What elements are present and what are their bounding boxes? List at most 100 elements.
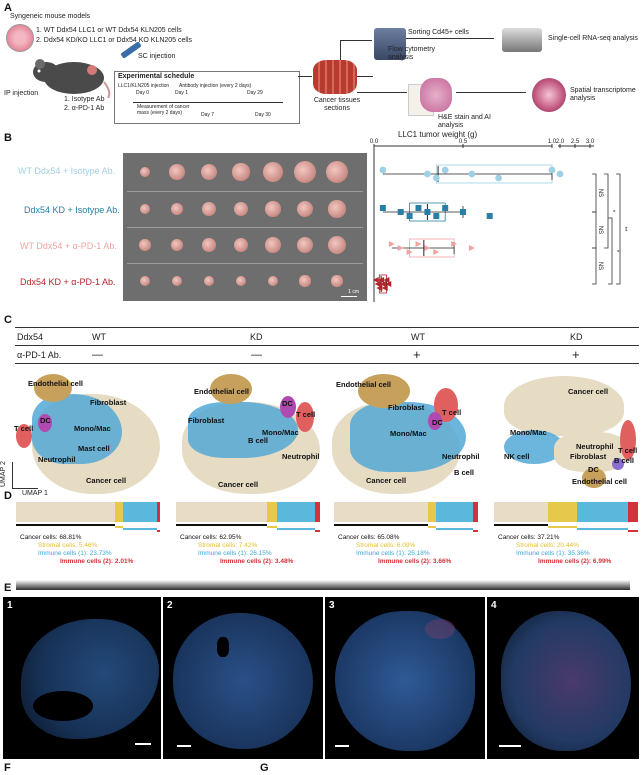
bar-segment-cancer — [16, 502, 116, 522]
bar-bracket-imm1 — [436, 528, 473, 530]
data-point — [374, 281, 381, 287]
umap1-label-0: Endothelial cell — [28, 379, 84, 388]
data-point — [442, 205, 449, 211]
composition-label-cancer: Cancer cells: 68.81% — [20, 534, 82, 541]
data-point — [451, 241, 458, 247]
scrna-text: Single-cell RNA-seq analysis — [548, 35, 638, 42]
spatial-text: Spatial transcriptome analysis — [570, 87, 636, 102]
bar-segment-stromal — [115, 502, 123, 522]
group-label-1: WT Ddx54 + Isotype Ab. — [18, 166, 116, 176]
bar-segment-cancer — [334, 502, 428, 522]
data-point — [424, 245, 431, 251]
tumor-specimen — [296, 236, 314, 254]
ip-injection-text: IP injection — [4, 90, 39, 97]
sequencer-icon — [502, 28, 542, 52]
pd1-text: 2. α-PD-1 Ab — [64, 105, 105, 112]
panel-label-a: A — [4, 2, 12, 14]
bar-bracket-imm2 — [157, 530, 161, 532]
data-point — [424, 209, 431, 215]
data-point — [379, 281, 386, 287]
he-number-1: 1 — [7, 600, 13, 611]
umap4-label-4: T cell — [618, 446, 638, 455]
umap1-label-6: Neutrophil — [38, 455, 76, 464]
data-point — [468, 170, 476, 178]
schedule-antibody: Antibody injection (every 2 days) — [179, 83, 252, 89]
panel-label-c: C — [4, 314, 12, 326]
tumor-specimen — [267, 275, 279, 287]
composition-label-cancer: Cancer cells: 37.21% — [498, 534, 560, 541]
bar-bracket-imm2 — [314, 530, 320, 532]
umap-1: Endothelial cell Fibroblast DC T cell Mo… — [14, 372, 164, 494]
composition-label-stromal: Stromal cells: 6.09% — [356, 542, 416, 549]
umap3-label-1: T cell — [442, 408, 462, 417]
umap-3: Endothelial cell T cell Fibroblast DC Mo… — [330, 372, 480, 494]
bar-bracket-cancer — [334, 524, 428, 526]
tumor-specimen — [299, 275, 311, 287]
bar-bracket-cancer — [176, 524, 267, 526]
he-tissue-icon — [420, 78, 452, 112]
bar-bracket-imm2 — [472, 530, 478, 532]
sig-label: NS — [597, 262, 603, 270]
bar-segment-stromal — [266, 502, 278, 522]
model-1-text: 1. WT Ddx54 LLC1 or WT Ddx54 KLN205 cell… — [36, 27, 182, 34]
x-tick-label: 1.0 — [548, 139, 557, 145]
data-point — [415, 241, 422, 247]
tumor-specimen — [139, 275, 151, 287]
he-number-3: 3 — [329, 600, 335, 611]
data-point — [441, 166, 449, 174]
data-point — [378, 277, 385, 283]
sig-bracket — [604, 173, 609, 249]
he-panel-4: 4 — [487, 597, 639, 759]
sorting-text: Sorting Cd45+ cells — [408, 29, 469, 36]
umap2-label-7: Cancer cell — [218, 480, 259, 489]
bar-segment-imm2 — [627, 502, 638, 522]
tumor-specimen — [203, 275, 215, 287]
data-point — [397, 209, 404, 215]
composition-label-imm1: Immune cells (1): 25.18% — [356, 550, 430, 557]
umap1-label-4: Mono/Mac — [74, 424, 111, 433]
umap4-label-3: NK cell — [504, 452, 530, 461]
tumor-specimen — [233, 237, 249, 253]
data-point — [548, 166, 556, 174]
sig-label: NS — [597, 226, 603, 234]
tumor-specimen — [170, 238, 184, 252]
tumor-specimen — [202, 202, 216, 216]
col2-pd1: — — [251, 349, 262, 361]
composition-label-imm1: Immune cells (1): 26.15% — [198, 550, 272, 557]
bar-segment-cancer — [494, 502, 548, 522]
measure-text: Measurement of cancer mass (every 2 days… — [137, 104, 190, 116]
data-point — [486, 213, 493, 219]
model-2-text: 2. Ddx54 KD/KO LLC1 or Ddx54 KO KLN205 c… — [36, 37, 193, 44]
sig-label: * — [609, 210, 615, 213]
tumor-specimen — [328, 200, 346, 218]
umap1-label-3: T cell — [14, 424, 34, 433]
data-point — [468, 245, 475, 251]
data-point — [556, 170, 564, 178]
bar-bracket-cancer — [494, 524, 548, 526]
umap-4: Cancer cell Mono/Mac Neutrophil NK cell … — [490, 372, 640, 492]
umap2-label-6: Neutrophil — [282, 452, 320, 461]
mouse-icon — [30, 56, 112, 99]
umap4-label-7: B cell — [614, 456, 635, 465]
day-0: Day 0 — [136, 90, 150, 96]
bar-bracket-imm1 — [577, 528, 628, 530]
sig-label: NS — [597, 189, 603, 197]
data-point — [376, 285, 383, 291]
experimental-schedule-box: Experimental schedule LLC1/KLN205 inject… — [114, 71, 300, 124]
x-tick-label: 0.0 — [370, 139, 379, 145]
he-text: H&E stain and AI analysis — [438, 114, 491, 129]
umap1-label-1: Fibroblast — [90, 398, 127, 407]
umap1-label-5: Mast cell — [78, 444, 110, 453]
composition-label-imm2: Immune cells (2): 6.99% — [538, 558, 612, 565]
scale-bar-label: 1 cm — [348, 289, 359, 295]
umap3-label-3: DC — [432, 418, 443, 427]
tumor-specimen — [169, 164, 185, 180]
bar-segment-cancer — [176, 502, 267, 522]
tumor-tissue-icon — [313, 60, 357, 94]
col4-pd1: + — [572, 347, 580, 362]
umap2-label-0: Endothelial cell — [194, 387, 250, 396]
tumor-specimen — [139, 203, 151, 215]
he-panel-2: 2 — [163, 597, 323, 759]
umap4-label-2: Neutrophil — [576, 442, 614, 451]
